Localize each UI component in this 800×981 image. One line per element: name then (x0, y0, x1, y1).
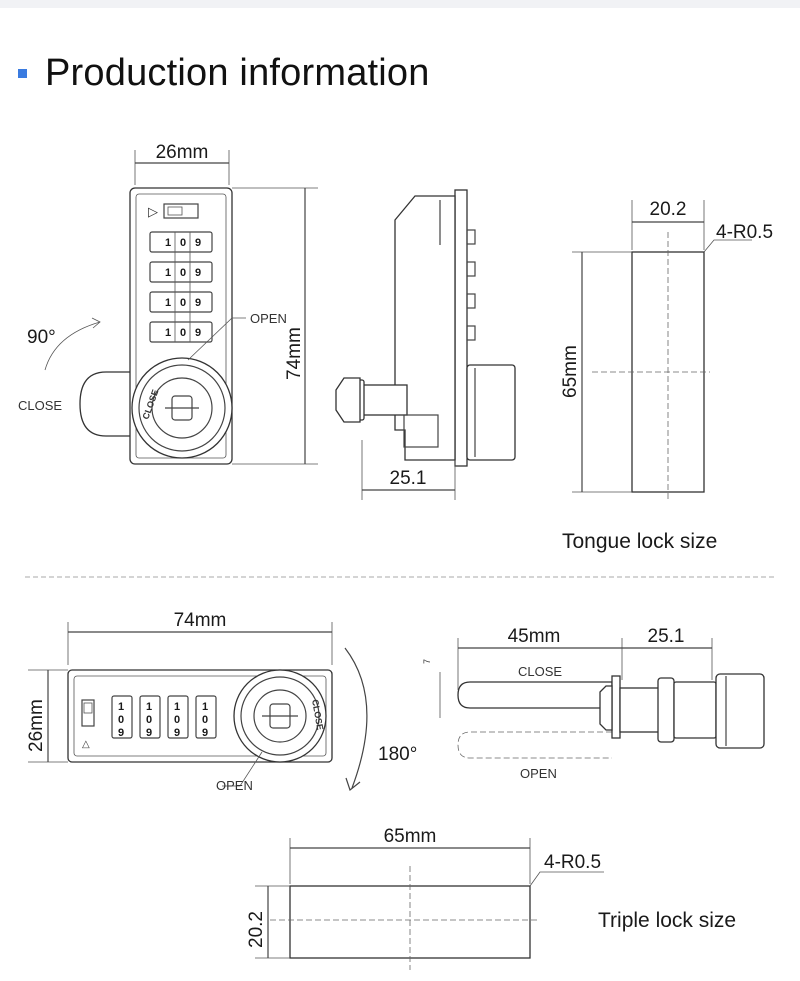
svg-text:0: 0 (180, 327, 186, 339)
rotation-label: 90° (27, 327, 56, 348)
svg-text:9: 9 (118, 727, 124, 739)
svg-text:7: 7 (422, 659, 432, 664)
triple-lock-tongue: 65mm 4-R0.5 20.2 Triple lock size (246, 826, 736, 970)
side-depth-label: 25.1 (390, 468, 427, 489)
svg-text:9: 9 (195, 327, 201, 339)
svg-text:1: 1 (174, 701, 180, 713)
tongue-width-label: 20.2 (650, 199, 687, 220)
svg-text:9: 9 (146, 727, 152, 739)
svg-text:1: 1 (118, 701, 124, 713)
page-heading: Production information (18, 48, 430, 98)
front-height-label: 74mm (284, 327, 305, 380)
svg-text:1: 1 (202, 701, 208, 713)
svg-text:9: 9 (174, 727, 180, 739)
svg-text:0: 0 (180, 297, 186, 309)
triple-open-side-label: OPEN (520, 766, 557, 781)
triple-close-label: CLOSE (518, 664, 562, 679)
digit-wheels: 1 0 9 1 0 9 1 0 9 1 0 9 (149, 231, 213, 343)
heading-marker-icon (18, 68, 27, 78)
svg-text:0: 0 (174, 714, 180, 726)
tongue-lock-side-view: 25.1 (335, 189, 516, 500)
svg-text:1: 1 (165, 327, 171, 339)
triple-digit-wheels: 1 0 9 1 0 9 1 0 9 1 0 9 (111, 695, 217, 739)
svg-text:9: 9 (195, 267, 201, 279)
triple-lock-caption: Triple lock size (598, 909, 736, 932)
svg-text:0: 0 (202, 714, 208, 726)
close-label: CLOSE (18, 398, 62, 413)
tongue-lock-tongue: 20.2 4-R0.5 65mm Tongue lock size (560, 199, 773, 553)
svg-text:0: 0 (118, 714, 124, 726)
triple-tongue-height-label: 20.2 (246, 911, 267, 948)
svg-text:1: 1 (165, 297, 171, 309)
triangle-icon: △ (82, 739, 90, 750)
tongue-lock-front-view: 26mm ▷ 1 0 9 1 0 9 1 0 9 1 0 9 (18, 142, 318, 465)
triple-rotation-label: 180° (378, 744, 417, 765)
svg-text:0: 0 (180, 237, 186, 249)
arrow-icon: ▷ (148, 204, 158, 219)
svg-text:0: 0 (146, 714, 152, 726)
triple-tongue-width-label: 65mm (384, 826, 437, 847)
triple-lock-side-view: 45mm 25.1 7 CLOSE OPEN (422, 626, 765, 781)
svg-text:9: 9 (202, 727, 208, 739)
tongue-height-label: 65mm (560, 345, 581, 398)
triple-lock-front-view: 74mm △ 1 0 9 1 0 9 1 0 9 1 0 9 (26, 610, 417, 793)
triple-tongue-corner-label: 4-R0.5 (544, 852, 601, 873)
svg-text:9: 9 (195, 237, 201, 249)
triple-body-depth-label: 25.1 (648, 626, 685, 647)
triple-front-width-label: 74mm (174, 610, 227, 631)
triple-tongue-length-label: 45mm (508, 626, 561, 647)
tongue-lock-caption: Tongue lock size (562, 530, 717, 553)
top-strip (0, 0, 800, 8)
svg-text:1: 1 (165, 237, 171, 249)
open-label: OPEN (250, 311, 287, 326)
svg-text:0: 0 (180, 267, 186, 279)
svg-text:9: 9 (195, 297, 201, 309)
svg-text:1: 1 (146, 701, 152, 713)
triple-front-height-label: 26mm (26, 699, 47, 752)
tongue-corner-label: 4-R0.5 (716, 222, 773, 243)
page-title: Production information (45, 51, 430, 94)
svg-text:1: 1 (165, 267, 171, 279)
front-width-label: 26mm (156, 142, 209, 163)
triple-open-label: OPEN (216, 778, 253, 793)
